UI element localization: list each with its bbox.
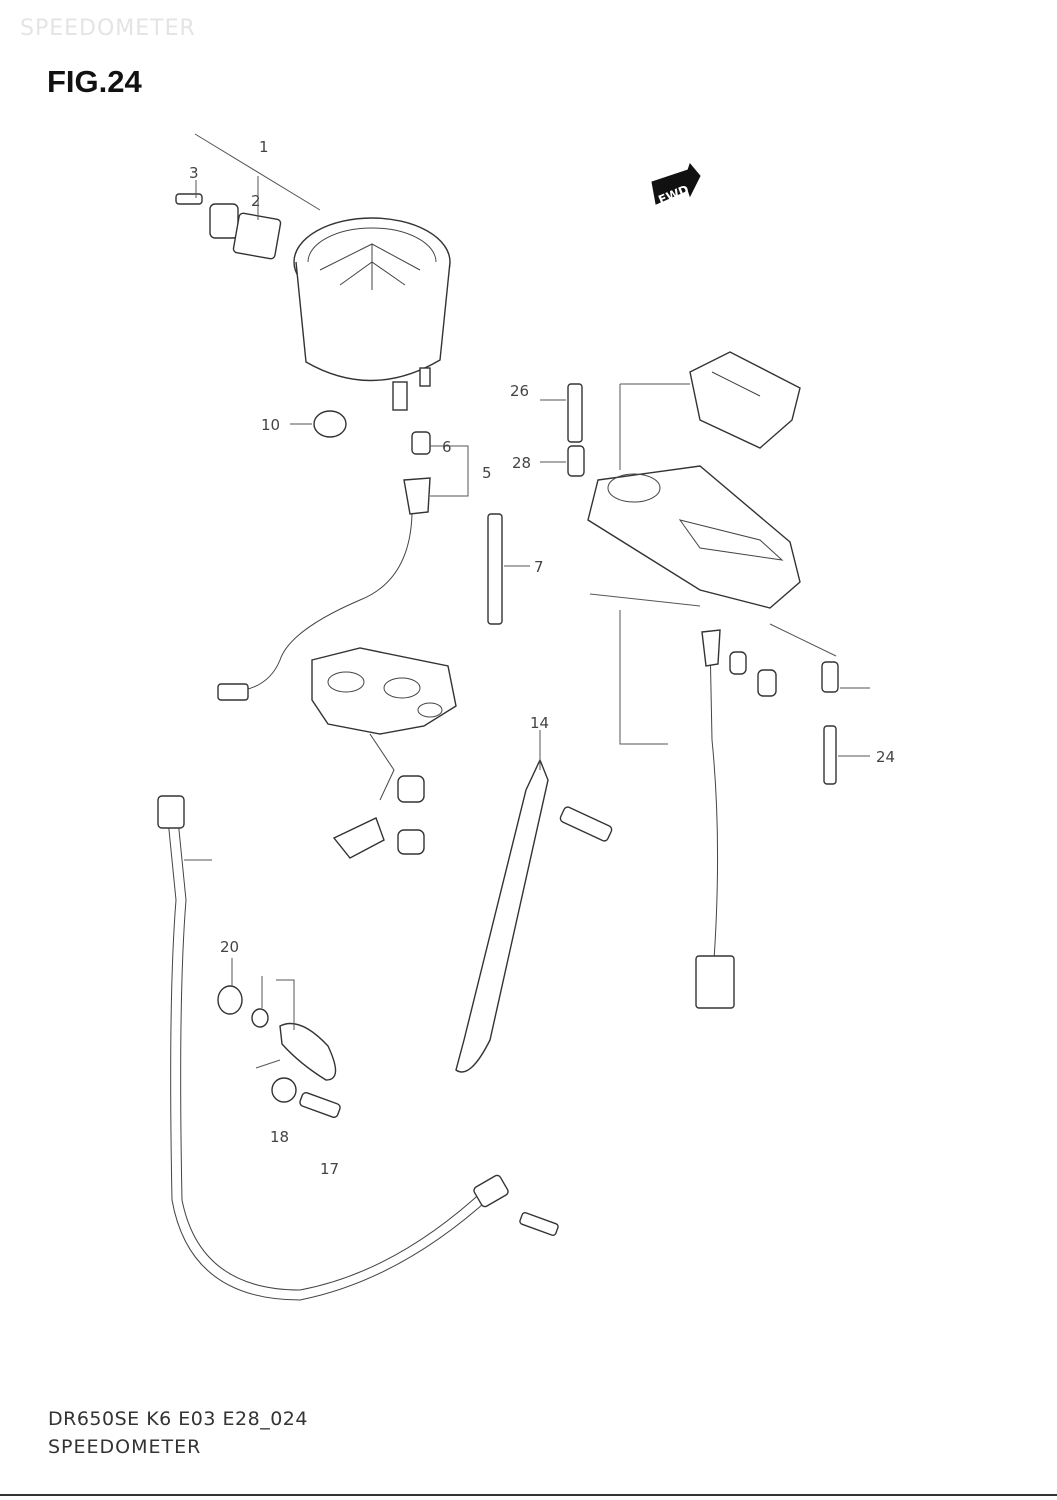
guide-bolt [559, 806, 613, 842]
indicator-housing [587, 351, 801, 609]
callout-2: 2 [251, 192, 261, 210]
cable-guide-14 [455, 758, 549, 1073]
callout-26: 26 [510, 382, 529, 400]
bulb-socket-part [411, 431, 431, 455]
bolt-24 [823, 725, 837, 785]
grommet-part [313, 410, 347, 438]
bolt-26 [567, 383, 583, 443]
callout-18: 18 [270, 1128, 289, 1146]
washer-19 [251, 1008, 269, 1028]
cable-lower-end [473, 1174, 509, 1208]
screw-17 [299, 1092, 341, 1118]
meter-lamp-wire [229, 513, 413, 693]
callout-3: 3 [189, 164, 199, 182]
callout-5: 5 [482, 464, 492, 482]
footer-diagram-code: DR650SE K6 E03 E28_024 [48, 1408, 308, 1430]
indicator-wire-harness [709, 639, 719, 961]
footer-diagram-name: SPEEDOMETER [48, 1436, 202, 1458]
leader-lines [184, 133, 870, 1069]
callout-24: 24 [876, 748, 895, 766]
washer-20 [217, 985, 243, 1015]
cable-upper-end [157, 795, 185, 829]
callout-17: 17 [320, 1160, 339, 1178]
callout-20: 20 [220, 938, 239, 956]
page-bottom-border [0, 1494, 1057, 1496]
callout-1: 1 [259, 138, 269, 156]
bracket-clamp [332, 817, 385, 859]
callout-10: 10 [261, 416, 280, 434]
cushion-part-2 [397, 829, 425, 855]
screw-15 [519, 1212, 559, 1236]
speedometer-cable [167, 819, 493, 1301]
cushion-part [397, 775, 425, 803]
meter-cable-collar [175, 193, 282, 260]
harness-coupler [695, 955, 735, 1009]
fwd-direction-badge: FWD [651, 162, 701, 207]
callout-7: 7 [534, 558, 544, 576]
wire-connector [217, 683, 249, 701]
stay-bolt-part [487, 513, 503, 625]
spacer-28 [567, 445, 585, 477]
speedometer-meter [293, 217, 451, 411]
figure-title: FIG.24 [47, 64, 142, 99]
spacer-27 [821, 661, 839, 693]
callout-28: 28 [512, 454, 531, 472]
header-ghost-title: SPEEDOMETER [20, 16, 196, 41]
callout-14: 14 [530, 714, 549, 732]
callout-6: 6 [442, 438, 452, 456]
washer-18 [271, 1077, 297, 1103]
bulb-part [403, 477, 431, 515]
cable-clamp [279, 1022, 337, 1081]
meter-bracket [311, 647, 457, 735]
